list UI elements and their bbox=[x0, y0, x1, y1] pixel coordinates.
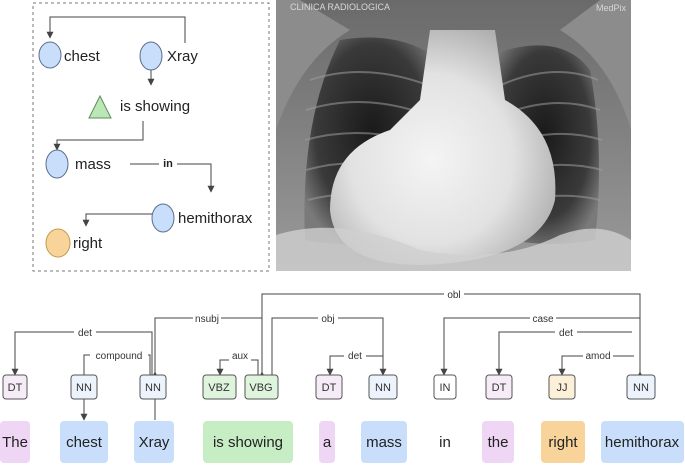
pos-tag-hemithorax: NN bbox=[633, 382, 649, 394]
pos-tag-box-mass bbox=[368, 374, 398, 400]
arc-label-compound: compound bbox=[96, 351, 143, 362]
pos-tag-the: DT bbox=[8, 382, 23, 394]
node-shape-mass bbox=[45, 149, 69, 179]
arc-obl bbox=[261, 293, 641, 375]
node-label-hemithorax: hemithorax bbox=[178, 210, 253, 227]
concept-graph: in chest Xray is showing mass hemithorax… bbox=[32, 2, 270, 272]
arc-label-aux: aux bbox=[232, 351, 248, 362]
node-label-right: right bbox=[73, 235, 103, 252]
word-is-showing: is showing bbox=[213, 434, 283, 451]
xray-diaphragm bbox=[276, 227, 631, 271]
word-box-right bbox=[541, 421, 585, 463]
word-in: in bbox=[439, 434, 451, 451]
pos-tag-xray: NN bbox=[145, 382, 161, 394]
word-the: The bbox=[2, 434, 28, 451]
word-box-xray bbox=[134, 421, 174, 463]
arc-case bbox=[440, 317, 640, 376]
pos-tag-box-a bbox=[315, 374, 343, 400]
node-label-is-showing: is showing bbox=[120, 98, 190, 115]
node-shape-xray bbox=[139, 41, 163, 71]
arc-nsubj bbox=[154, 317, 263, 375]
pos-tag-mass: NN bbox=[375, 382, 391, 394]
edge-xray-chest bbox=[46, 16, 186, 43]
arc-label-nsubj: nsubj bbox=[195, 314, 219, 325]
xray-watermark-medpix: MedPix bbox=[596, 3, 627, 13]
arc-det-the2 bbox=[495, 331, 632, 376]
xray-heart-mass bbox=[330, 30, 556, 265]
node-label-mass: mass bbox=[75, 156, 111, 173]
node-shape-right bbox=[45, 228, 71, 258]
pos-tag-box-is bbox=[202, 374, 237, 400]
pos-tag-box-showing bbox=[244, 374, 279, 400]
xray-shoulder-left bbox=[276, 0, 350, 130]
word-box-mass bbox=[361, 421, 407, 463]
pos-tag-showing: VBG bbox=[249, 382, 272, 394]
pos-tag-box-right bbox=[548, 374, 576, 400]
node-label-xray: Xray bbox=[167, 48, 198, 65]
edge-mass-hemithorax bbox=[130, 163, 215, 193]
xray-shoulder-right bbox=[560, 0, 631, 130]
pos-tag-in: IN bbox=[440, 382, 451, 394]
word-xray: Xray bbox=[139, 434, 170, 451]
pos-tag-box-xray bbox=[139, 374, 167, 400]
pos-tags: DT NN NN VBZ VBG DT NN IN DT JJ NN bbox=[2, 374, 656, 400]
pos-tag-box-the2 bbox=[485, 374, 513, 400]
dependency-labels: obl nsubj obj case det det compound aux … bbox=[74, 288, 613, 362]
word-box-hemithorax bbox=[601, 421, 684, 463]
arc-label-det-a: det bbox=[348, 351, 362, 362]
edge-label-in: in bbox=[163, 158, 173, 170]
dependency-parse: obl nsubj obj case det det compound aux … bbox=[0, 288, 684, 463]
word-a: a bbox=[323, 434, 332, 451]
node-shape-is-showing bbox=[88, 94, 112, 119]
word-box-a bbox=[319, 421, 335, 463]
edge-is-showing-mass bbox=[53, 121, 144, 151]
pos-tag-right: JJ bbox=[557, 382, 568, 394]
arc-aux bbox=[216, 359, 259, 376]
edge-label-bg bbox=[159, 157, 177, 170]
arc-label-det-the2: det bbox=[559, 328, 573, 339]
pos-tag-a: DT bbox=[322, 382, 337, 394]
chest-xray-image: MedPix CLINICA RADIOLOGICA bbox=[276, 0, 631, 271]
word-box-the bbox=[0, 421, 30, 463]
word-the2: the bbox=[488, 434, 509, 451]
arc-label-obj: obj bbox=[321, 314, 334, 325]
arc-label-amod: amod bbox=[585, 351, 610, 362]
edge-hemithorax-right bbox=[82, 213, 152, 227]
pos-tag-box-chest bbox=[70, 374, 98, 400]
pos-tag-box-in bbox=[433, 374, 457, 400]
graph-edges bbox=[46, 16, 215, 227]
pos-tag-box-hemithorax bbox=[626, 374, 656, 400]
xray-watermark-clinic: CLINICA RADIOLOGICA bbox=[290, 2, 390, 12]
pos-tag-box-the bbox=[2, 374, 28, 400]
word-chest: chest bbox=[66, 434, 103, 451]
node-label-chest: chest bbox=[64, 48, 101, 65]
word-box-is-showing bbox=[203, 421, 293, 463]
node-shape-hemithorax bbox=[151, 203, 175, 233]
word-right: right bbox=[548, 434, 578, 451]
word-box-the2 bbox=[482, 421, 514, 463]
arc-label-case: case bbox=[532, 314, 554, 325]
node-shape-chest bbox=[38, 41, 62, 69]
pos-tag-is: VBZ bbox=[208, 382, 230, 394]
pos-tag-the2: DT bbox=[492, 382, 507, 394]
pos-tag-chest: NN bbox=[76, 382, 92, 394]
sentence-words: The chest Xray is showing a mass in the … bbox=[0, 421, 684, 463]
word-mass: mass bbox=[366, 434, 402, 451]
word-hemithorax: hemithorax bbox=[605, 434, 680, 451]
word-box-chest bbox=[60, 421, 108, 463]
arc-obj bbox=[271, 317, 387, 376]
arc-label-det-the: det bbox=[78, 328, 92, 339]
arc-label-obl: obl bbox=[447, 290, 460, 301]
